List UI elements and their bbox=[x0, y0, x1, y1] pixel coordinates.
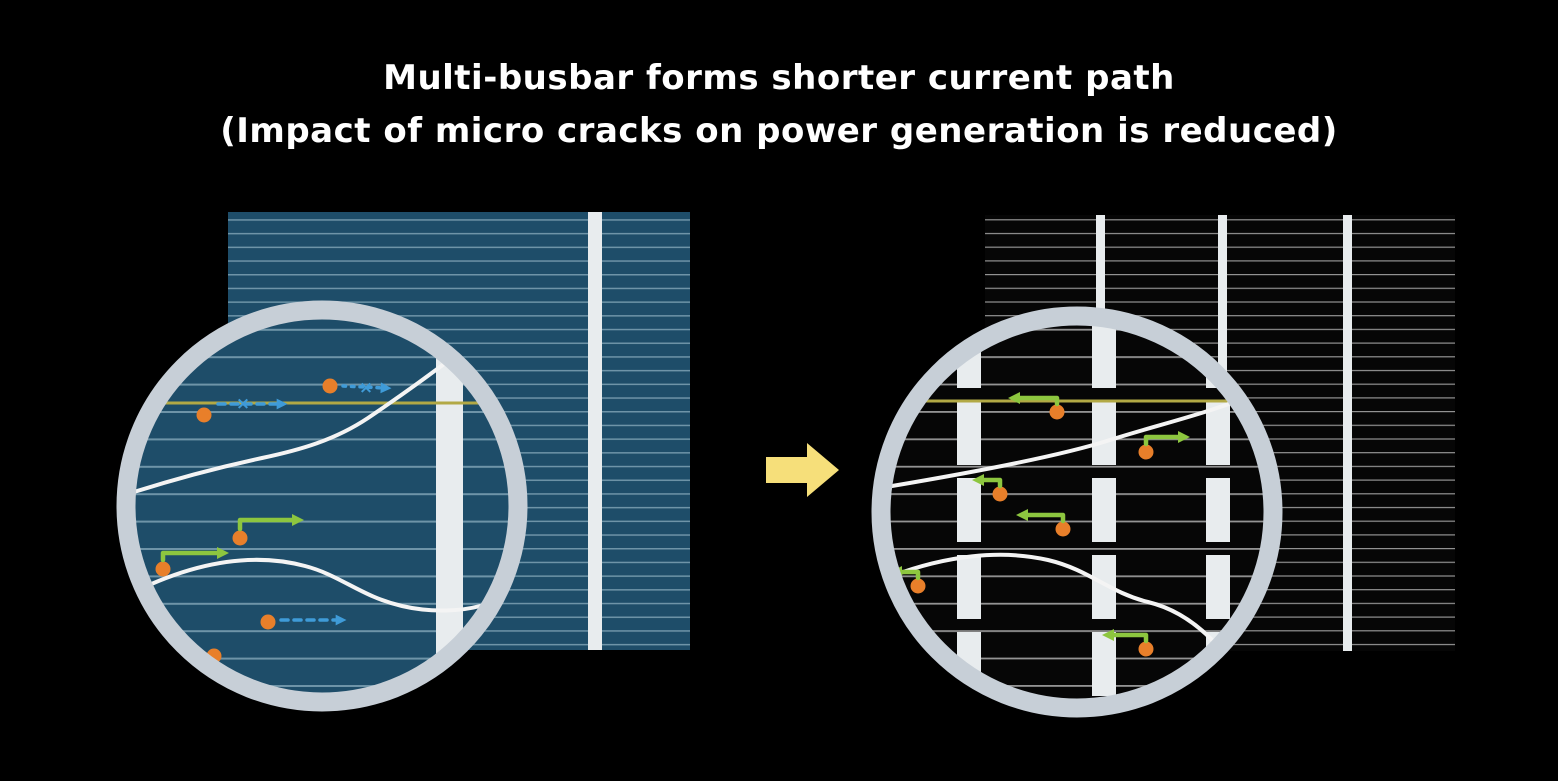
micro-crack-line bbox=[134, 344, 470, 494]
electron-dot bbox=[196, 407, 212, 423]
busbar bbox=[588, 212, 602, 650]
electron-dot bbox=[232, 530, 248, 546]
electron-dot bbox=[992, 486, 1008, 502]
left-magnifier-view: × × bbox=[134, 318, 510, 694]
blocked-x-mark: × bbox=[359, 378, 373, 398]
micro-crack-line bbox=[890, 388, 1265, 488]
title-line-2: (Impact of micro cracks on power generat… bbox=[220, 111, 1338, 151]
short-current-path-arrow bbox=[1102, 629, 1149, 644]
long-current-path-arrow bbox=[341, 382, 392, 394]
right-magnifier-view bbox=[889, 324, 1265, 700]
left-magnifier: × × bbox=[116, 300, 528, 712]
short-current-path-arrow bbox=[160, 547, 229, 563]
electron-dot bbox=[260, 614, 276, 630]
zoomed-cell-surface bbox=[134, 318, 510, 694]
short-current-path-arrow bbox=[1143, 431, 1190, 447]
blocked-x-mark: × bbox=[236, 394, 250, 414]
right-magnifier bbox=[871, 306, 1283, 718]
short-current-path-arrow bbox=[972, 474, 1003, 489]
electron-dot bbox=[910, 578, 926, 594]
micro-crack-line bbox=[890, 552, 1234, 666]
title-line-1: Multi-busbar forms shorter current path bbox=[383, 58, 1175, 98]
electron-dot bbox=[1049, 404, 1065, 420]
busbar bbox=[436, 318, 463, 694]
magnifier-ring-icon bbox=[116, 300, 528, 712]
electron-dot bbox=[155, 561, 171, 577]
electron-dot bbox=[1138, 444, 1154, 460]
short-current-path-arrow bbox=[1008, 392, 1060, 407]
micro-crack-line bbox=[134, 557, 482, 613]
short-current-path-arrow bbox=[237, 514, 304, 532]
diagram-title: Multi-busbar forms shorter current path … bbox=[0, 52, 1558, 158]
electron-dot bbox=[322, 378, 338, 394]
magnifier-ring-icon bbox=[871, 306, 1283, 718]
busbar bbox=[1343, 215, 1352, 651]
short-current-path-arrow bbox=[890, 566, 921, 581]
electron-dot bbox=[1055, 521, 1071, 537]
short-current-path-arrow bbox=[1016, 509, 1066, 524]
transition-arrow-icon bbox=[766, 443, 839, 497]
zoomed-cell-surface bbox=[889, 324, 1265, 700]
electron-dot bbox=[1138, 641, 1154, 657]
